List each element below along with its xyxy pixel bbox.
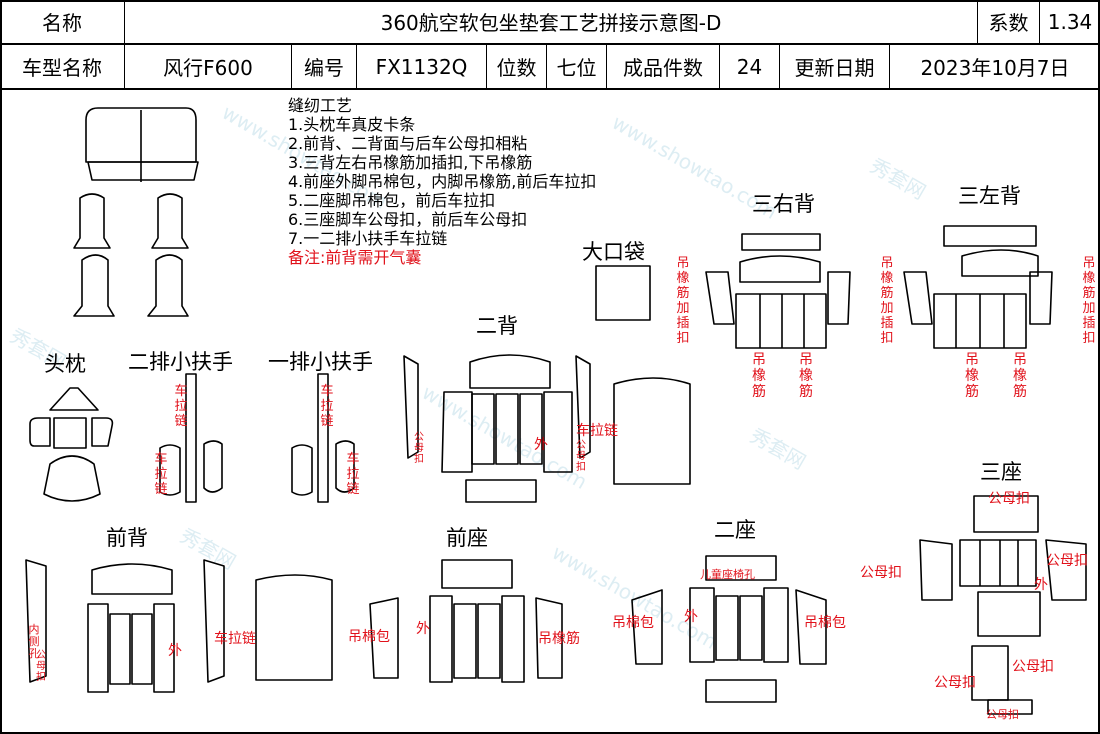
note-line: 4.前座外脚吊棉包，内脚吊橡筋,前后车拉扣 [288, 172, 597, 191]
annotation-male-female-clip: 公母扣 [986, 708, 1019, 721]
front-seat-pieces [369, 559, 563, 683]
annotation-hang-rubber: 吊橡筋 [538, 631, 580, 647]
annotation-hang-rubber-plug: 吊橡筋加插扣 [1082, 256, 1096, 346]
third-right-back-pieces [705, 233, 851, 349]
header-row-1: 名称 360航空软包坐垫套工艺拼接示意图-D 系数 1.34 [0, 0, 1100, 45]
coefficient-value: 1.34 [1047, 9, 1093, 34]
third-left-back-title: 三左背 [958, 184, 1021, 208]
third-right-back-title: 三右背 [752, 192, 815, 216]
annotation-hang-rubber-plug: 吊橡筋加插扣 [676, 256, 690, 346]
annotation-hang-rubber: 吊橡筋 [752, 352, 766, 400]
second-seat-pieces [631, 555, 827, 703]
big-pocket-title: 大口袋 [582, 240, 645, 264]
annotation-zipper: 车拉链 [154, 452, 168, 497]
document-title: 360航空软包坐垫套工艺拼接示意图-D [125, 0, 978, 43]
annotation-male-female-clip: 公母扣 [988, 491, 1030, 507]
headrest-title: 头枕 [44, 352, 86, 376]
annotation-outer: 外 [1034, 577, 1048, 593]
annotation-male-female-clip: 公母扣 [576, 440, 586, 473]
front-seat-title: 前座 [446, 526, 488, 550]
annotation-hang-rubber: 吊橡筋 [965, 352, 979, 400]
seats-label: 位数 [487, 45, 547, 88]
annotation-zipper: 车拉链 [320, 384, 334, 429]
note-line: 3.三背左右吊橡筋加插扣,下吊橡筋 [288, 153, 533, 172]
big-pocket-shape [595, 265, 651, 321]
sewing-notes: 缝纫工艺 1.头枕车真皮卡条 2.前背、二背面与后车公母扣相粘 3.三背左右吊橡… [288, 96, 596, 267]
annotation-outer: 外 [534, 437, 548, 453]
second-row-armrest-title: 二排小扶手 [128, 350, 233, 374]
annotation-zipper: 车拉链 [214, 631, 256, 647]
annotation-male-female-clip: 公母扣 [36, 650, 46, 683]
seats-value: 七位 [547, 45, 607, 88]
code-label: 编号 [292, 45, 357, 88]
note-line: 6.三座脚车公母扣，前后车公母扣 [288, 210, 528, 229]
date-value: 2023年10月7日 [920, 56, 1070, 80]
name-label: 名称 [0, 0, 125, 43]
first-row-armrest-title: 一排小扶手 [268, 350, 373, 374]
annotation-hang-rubber-plug: 吊橡筋加插扣 [880, 256, 894, 346]
annotation-zipper: 车拉链 [174, 384, 188, 429]
code-value: FX1132Q [357, 45, 487, 88]
annotation-male-female-clip: 公母扣 [1046, 553, 1088, 569]
annotation-hang-cotton: 吊棉包 [348, 629, 390, 645]
notes-remark: 备注:前背需开气囊 [288, 248, 422, 267]
third-seat-title: 三座 [980, 460, 1022, 484]
annotation-male-female-clip: 公母扣 [860, 565, 902, 581]
annotation-male-female-clip: 公母扣 [934, 675, 976, 691]
armrest-pieces [159, 373, 355, 503]
annotation-outer: 外 [168, 643, 182, 659]
second-seat-title: 二座 [714, 518, 756, 542]
note-line: 7.一二排小扶手车拉链 [288, 229, 448, 248]
note-line: 1.头枕车真皮卡条 [288, 115, 416, 134]
pieces-value: 24 [720, 45, 780, 88]
front-back-pieces [25, 559, 333, 693]
annotation-male-female-clip: 公母扣 [1012, 659, 1054, 675]
annotation-hang-cotton: 吊棉包 [804, 615, 846, 631]
annotation-zipper: 车拉链 [346, 452, 360, 497]
bench-thumbnail [73, 107, 199, 317]
annotation-inner-side-hole: 内侧孔 [28, 623, 40, 660]
annotation-hang-cotton: 吊棉包 [612, 615, 654, 631]
annotation-zipper: 车拉链 [576, 423, 618, 439]
annotation-hang-rubber: 吊橡筋 [799, 352, 813, 400]
pieces-label: 成品件数 [607, 45, 720, 88]
note-line: 2.前背、二背面与后车公母扣相粘 [288, 134, 528, 153]
third-seat-pieces [919, 495, 1087, 715]
annotation-male-female-clip: 公母扣 [414, 432, 424, 465]
annotation-outer: 外 [416, 621, 430, 637]
second-back-pieces [403, 354, 691, 503]
note-line: 5.二座脚吊棉包，前后车拉扣 [288, 191, 496, 210]
notes-heading: 缝纫工艺 [288, 96, 353, 115]
date-label: 更新日期 [780, 45, 890, 88]
header-row-2: 车型名称 风行F600 编号 FX1132Q 位数 七位 成品件数 24 更新日… [0, 45, 1100, 90]
model-value: 风行F600 [125, 45, 292, 88]
second-back-title: 二背 [476, 314, 518, 338]
model-label: 车型名称 [0, 45, 125, 88]
annotation-child-seat-hole: 儿童座椅孔 [700, 568, 755, 581]
annotation-outer: 外 [684, 609, 698, 625]
headrest-pieces [29, 387, 114, 502]
coefficient-label: 系数 [978, 0, 1040, 43]
third-left-back-pieces [903, 225, 1053, 349]
front-back-title: 前背 [106, 526, 148, 550]
annotation-hang-rubber: 吊橡筋 [1013, 352, 1027, 400]
